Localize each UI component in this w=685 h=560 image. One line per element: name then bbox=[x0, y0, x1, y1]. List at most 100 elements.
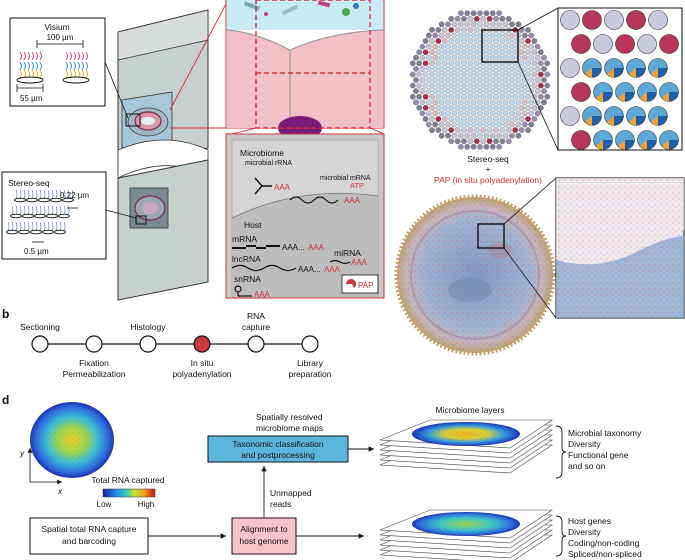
spatial-capture-box: Spatial total RNA capture and barcoding bbox=[29, 517, 149, 555]
visium-spot bbox=[499, 116, 506, 122]
visium-spot bbox=[429, 82, 435, 89]
visium-spot bbox=[461, 104, 467, 111]
visium-spot bbox=[425, 66, 432, 72]
visium-spot bbox=[454, 60, 461, 67]
visium-spot bbox=[509, 77, 515, 83]
visium-spot bbox=[528, 77, 535, 83]
colorbar-title: Total RNA captured bbox=[91, 475, 165, 485]
timeline-label: capture bbox=[242, 322, 271, 332]
visium-spot bbox=[518, 38, 525, 44]
visium-spot bbox=[445, 99, 451, 106]
visium-spot bbox=[464, 143, 471, 150]
visium-spot bbox=[499, 38, 506, 44]
zoom-spot bbox=[604, 10, 624, 30]
visium-spot bbox=[496, 132, 503, 139]
stereo-spots bbox=[6, 189, 74, 235]
visium-spot bbox=[477, 132, 483, 139]
visium-spot bbox=[531, 116, 538, 122]
visium-spot bbox=[429, 71, 435, 78]
visium-spot bbox=[521, 32, 528, 39]
visium-spot bbox=[480, 138, 487, 145]
zoom-spot bbox=[593, 82, 613, 102]
zoom-spot bbox=[659, 34, 679, 54]
visium-spot bbox=[419, 43, 426, 50]
tissue-zoom bbox=[555, 177, 685, 319]
visium-spot bbox=[438, 77, 445, 83]
visium-array bbox=[409, 10, 551, 150]
visium-spot bbox=[489, 77, 496, 83]
visium-spot bbox=[483, 121, 490, 128]
visium-spot bbox=[486, 116, 493, 122]
visium-spot bbox=[448, 82, 455, 89]
visium-spot bbox=[422, 82, 429, 89]
visium-spot bbox=[461, 138, 467, 145]
visium-spot bbox=[505, 71, 512, 78]
visium-spot bbox=[441, 71, 448, 78]
visium-spot bbox=[457, 32, 464, 39]
visium-spot bbox=[518, 116, 525, 122]
stereo-spot bbox=[34, 205, 46, 219]
visium-spot bbox=[541, 54, 547, 61]
visium-spot bbox=[422, 38, 429, 44]
rna-inset: Microbiome microbial rRNA AAA microbial … bbox=[225, 127, 385, 299]
visium-spot bbox=[445, 54, 451, 61]
visium-spot bbox=[419, 66, 426, 72]
visium-spot bbox=[429, 116, 435, 122]
visium-spot bbox=[499, 71, 506, 78]
microbiome-layers-title: Microbiome layers bbox=[436, 405, 505, 415]
visium-spot bbox=[451, 43, 458, 50]
inset-aaa-snrna: AAA bbox=[254, 290, 271, 299]
visium-spot bbox=[483, 88, 490, 94]
visium-spot bbox=[509, 43, 515, 50]
timeline-label: Sectioning bbox=[20, 322, 60, 332]
zoom-spot bbox=[626, 10, 646, 30]
visium-spot bbox=[483, 110, 490, 117]
zoom-spot bbox=[593, 130, 613, 150]
visium-spot bbox=[432, 32, 439, 39]
visium-spot bbox=[441, 27, 448, 33]
host-list-3: Coding/non-coding bbox=[568, 538, 640, 548]
zoom-spot bbox=[582, 58, 602, 78]
visium-spot bbox=[438, 132, 445, 139]
visium-spot bbox=[457, 143, 464, 150]
visium-spot bbox=[422, 71, 429, 78]
visium-spot bbox=[512, 127, 519, 133]
total-rna-map: y x bbox=[19, 402, 114, 496]
visium-spot bbox=[489, 10, 496, 17]
visium-spot bbox=[528, 99, 535, 106]
visium-spot bbox=[502, 32, 509, 39]
visium-spot bbox=[438, 43, 445, 50]
visium-spot bbox=[534, 77, 541, 83]
visium-spot bbox=[445, 66, 451, 72]
visium-spot bbox=[537, 49, 544, 56]
visium-spot bbox=[451, 21, 458, 28]
visium-spot bbox=[416, 71, 423, 78]
visium-spot bbox=[541, 99, 547, 106]
visium-spot bbox=[441, 93, 448, 100]
visium-spot bbox=[464, 132, 471, 139]
visium-spot bbox=[496, 110, 503, 117]
visium-spot bbox=[438, 32, 445, 39]
timeline-label: Fixation bbox=[79, 358, 109, 368]
panel-label-b: b bbox=[2, 307, 9, 321]
visium-spot bbox=[470, 121, 477, 128]
visium-spot bbox=[435, 127, 442, 133]
visium-spot bbox=[422, 93, 429, 100]
inset-mirna: miRNA bbox=[334, 248, 361, 258]
visium-spot bbox=[544, 93, 551, 100]
zoom-spot bbox=[560, 106, 580, 126]
host-list-1: Host genes bbox=[568, 516, 611, 526]
visium-spot bbox=[457, 43, 464, 50]
stereo-spot bbox=[38, 189, 50, 203]
visium-spot bbox=[435, 104, 442, 111]
alignment-box: Alignment to host genome bbox=[231, 517, 297, 555]
visium-spot bbox=[521, 43, 528, 50]
visium-spot bbox=[470, 21, 477, 28]
visium-spot bbox=[502, 121, 509, 128]
visium-spot bbox=[451, 88, 458, 94]
visium-spot bbox=[505, 15, 512, 22]
visium-spot bbox=[515, 132, 522, 139]
visium-spot bbox=[473, 49, 480, 56]
visium-box: Visium 100 µm 55 µm bbox=[9, 17, 129, 119]
visium-spot bbox=[486, 127, 493, 133]
